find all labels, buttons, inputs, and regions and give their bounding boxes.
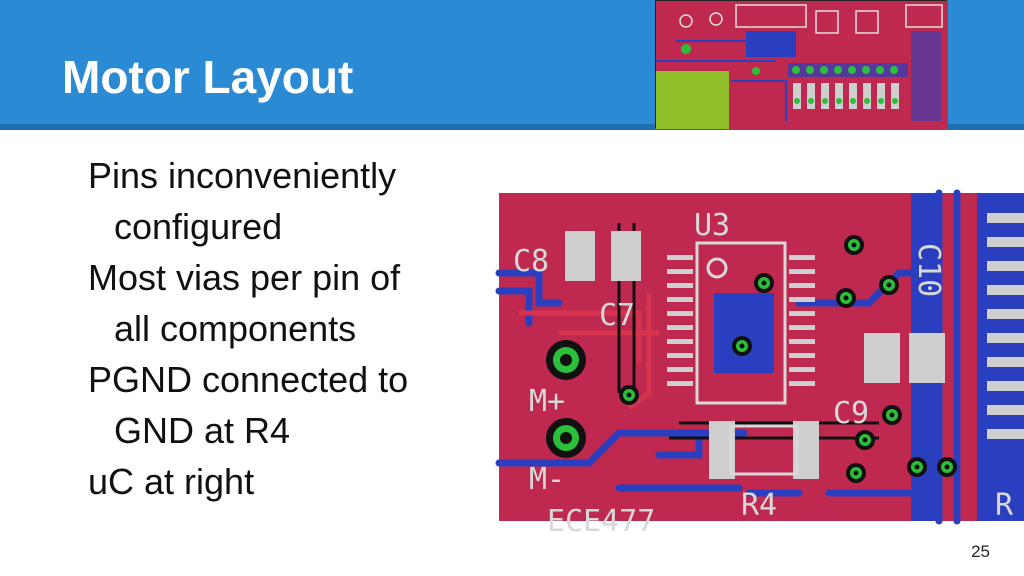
bullet-text-continued: GND at R4 — [114, 410, 291, 451]
slide-title: Motor Layout — [62, 51, 354, 103]
bullet-list: Pins inconveniently configured Most vias… — [88, 150, 488, 507]
bullet-text: Most vias per pin of — [88, 257, 401, 298]
label-c9: C9 — [833, 396, 869, 431]
label-r-partial: R — [995, 488, 1014, 523]
label-c8: C8 — [513, 244, 549, 279]
bullet-uc: uC at right — [88, 456, 488, 507]
bullet-pins: Pins inconveniently configured — [88, 150, 488, 252]
bullet-pgnd: PGND connected to GND at R4 — [88, 354, 488, 456]
label-u3: U3 — [694, 208, 730, 243]
board-overview-thumbnail — [655, 0, 948, 129]
bullet-text: uC at right — [88, 461, 255, 502]
bullet-vias: Most vias per pin of all components — [88, 252, 488, 354]
label-c10: C10 — [911, 243, 946, 297]
label-ece: ECE477 — [547, 504, 655, 539]
page-number: 25 — [971, 542, 990, 561]
capacitor-c8 — [565, 231, 641, 281]
header-divider — [0, 124, 1024, 130]
bullet-text: PGND connected to — [88, 359, 409, 400]
label-m-minus: M- — [529, 462, 565, 497]
pcb-layout-image: U3 C8 C7 C9 M+ M- R4 ECE477 R C10 — [495, 189, 1024, 539]
label-m-plus: M+ — [529, 384, 565, 419]
label-c7: C7 — [599, 298, 635, 333]
bullet-text-continued: all components — [114, 308, 357, 349]
bullet-text-continued: configured — [114, 206, 283, 247]
label-r4: R4 — [741, 488, 777, 523]
bullet-text: Pins inconveniently — [88, 155, 397, 196]
